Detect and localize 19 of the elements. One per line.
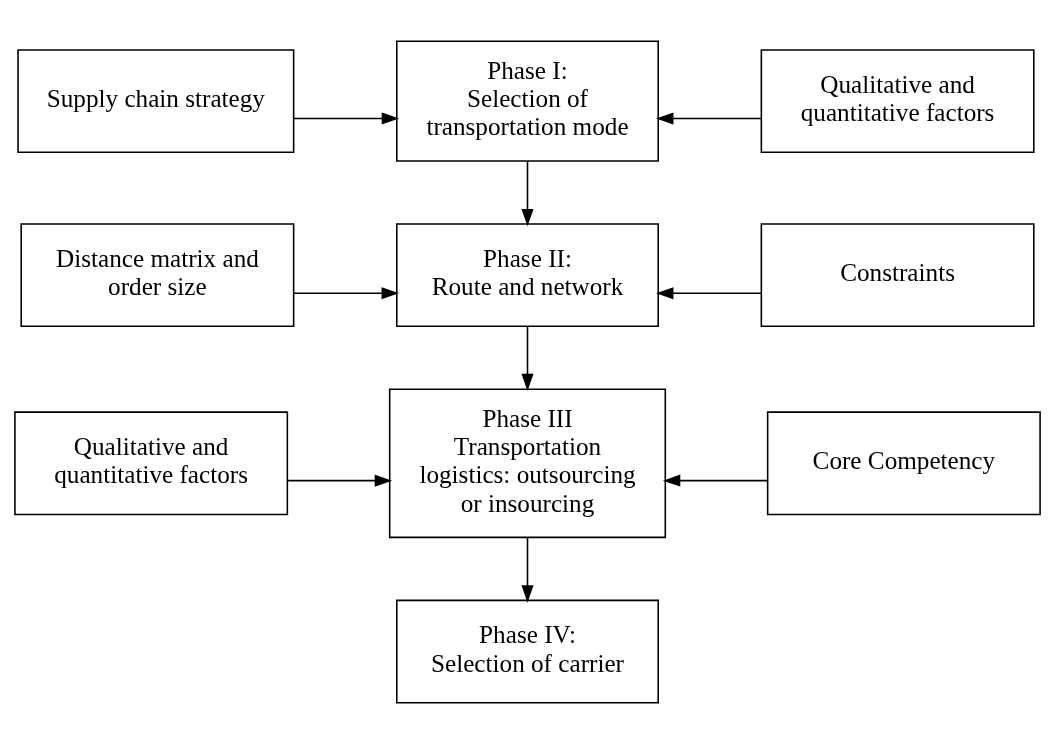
node-box: Supply chain strategy xyxy=(17,49,295,154)
node-box: Qualitative and quantitative factors xyxy=(14,411,289,516)
node-box: Phase IV: Selection of carrier xyxy=(396,599,659,704)
node-box: Phase I: Selection of transportation mode xyxy=(396,40,659,162)
node-box: Phase III Transportation logistics: outsourcing or insourcing xyxy=(388,388,667,539)
node-box: Core Competency xyxy=(766,411,1041,516)
arrow xyxy=(521,536,534,603)
node-box: Phase II: Route and network xyxy=(396,223,659,328)
arrow xyxy=(292,112,400,125)
node-box: Qualitative and quantitative factors xyxy=(760,49,1035,154)
node-box: Distance matrix and order size xyxy=(20,223,295,328)
arrow xyxy=(286,474,393,487)
arrow xyxy=(656,287,763,300)
arrow xyxy=(656,112,763,125)
arrow xyxy=(662,474,769,487)
node-box: Constraints xyxy=(760,223,1035,328)
arrow xyxy=(292,287,399,300)
arrow xyxy=(521,325,534,392)
arrow xyxy=(521,160,534,227)
